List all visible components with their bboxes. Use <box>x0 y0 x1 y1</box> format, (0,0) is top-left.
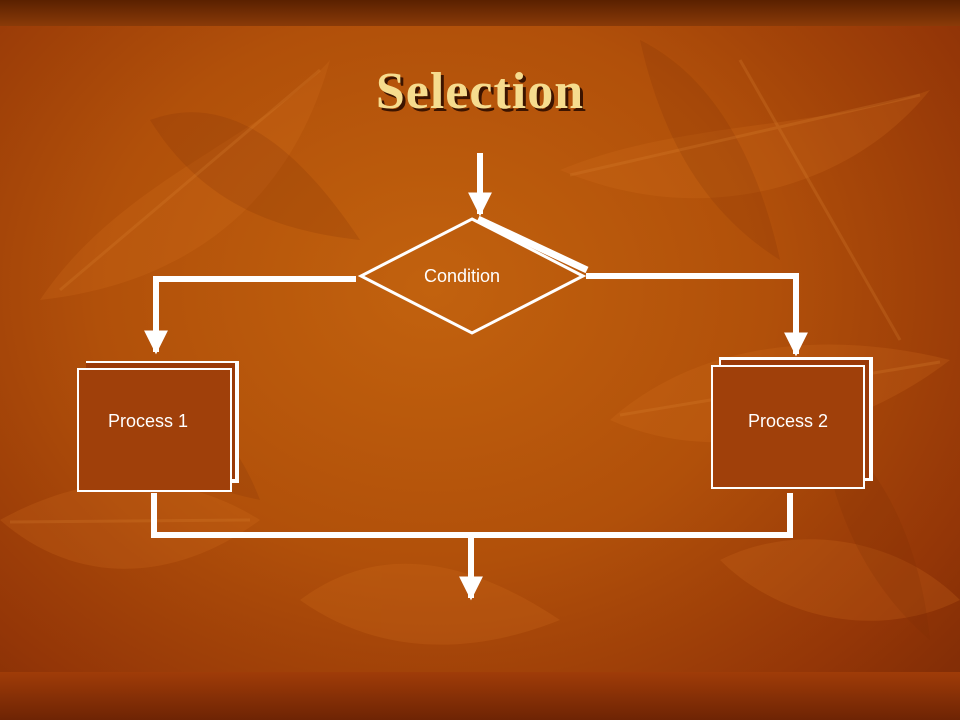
bottom-band <box>0 672 960 720</box>
decision-node <box>357 215 589 335</box>
process-2-node <box>711 357 873 489</box>
slide-title: Selection <box>375 63 585 120</box>
merge-connector <box>151 493 793 538</box>
branch-left-connector <box>144 276 356 355</box>
top-band <box>0 0 960 26</box>
process-1-node <box>77 361 239 492</box>
process-1-label: Process 1 <box>107 411 189 431</box>
decision-label: Condition <box>423 266 501 286</box>
branch-right-connector <box>586 273 808 357</box>
process-2-label: Process 2 <box>747 411 829 431</box>
